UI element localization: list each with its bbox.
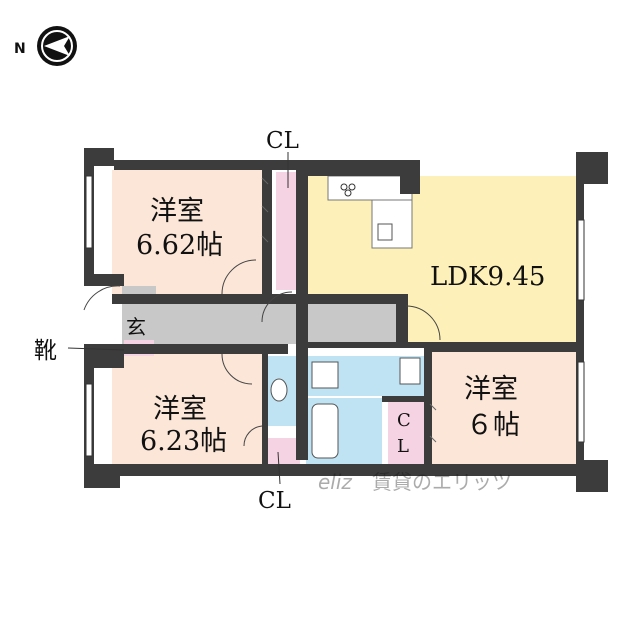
- room3-size: ６帖: [466, 410, 520, 441]
- door-room1: [221, 259, 257, 295]
- room3-name: 洋室: [464, 374, 518, 405]
- door-room2: [221, 353, 253, 385]
- western-room-1: [112, 170, 272, 294]
- door-ldk: [405, 305, 441, 341]
- stove-burner-icon: [344, 189, 352, 197]
- room1-name: 洋室: [150, 196, 204, 227]
- bathtub-icon: [311, 403, 339, 459]
- window-east-top: [577, 219, 585, 301]
- window-west-top: [85, 175, 93, 249]
- room1-size: 6.62帖: [136, 230, 223, 261]
- entrance-label: 玄: [126, 315, 146, 339]
- ldk-label: LDK9.45: [430, 262, 545, 292]
- window-west-bottom: [85, 383, 93, 457]
- door-hall: [261, 291, 293, 323]
- watermark-text: 賃貸のエリッツ: [372, 470, 512, 494]
- closet-bottom-leader: [277, 451, 281, 485]
- watermark: eliz 賃貸のエリッツ: [318, 470, 512, 494]
- western-room-2: [112, 352, 262, 464]
- closet-top: [276, 172, 296, 290]
- compass-label: N: [14, 41, 26, 57]
- hallway: [152, 304, 396, 344]
- stove-burner-icon: [340, 183, 348, 191]
- closet-right: [388, 402, 424, 464]
- western-room-3: [430, 350, 578, 464]
- closet-right-c: C: [397, 410, 411, 431]
- closet-right-l: L: [397, 436, 409, 457]
- washing-machine-icon: [311, 361, 339, 389]
- toilet-icon: [270, 378, 288, 402]
- kitchen-counter: [327, 175, 413, 201]
- eliz-logo-icon: eliz: [318, 470, 352, 494]
- closet-top-label: CL: [266, 128, 299, 154]
- closet-bottom-label: CL: [258, 488, 291, 514]
- closet-bottom: [264, 438, 300, 466]
- stove-burner-icon: [348, 183, 356, 191]
- walls: [84, 148, 608, 492]
- sink-icon: [377, 223, 393, 241]
- entrance-door: [83, 285, 121, 311]
- wash-basin-icon: [399, 357, 421, 385]
- north-arrow-icon: [37, 26, 77, 66]
- room2-name: 洋室: [153, 394, 207, 425]
- window-east-bottom: [577, 361, 585, 443]
- shoe-storage-label: 靴: [34, 338, 57, 364]
- shoe-leader-line: [67, 347, 125, 351]
- closet-rod-marks: [261, 177, 437, 443]
- closet-door: [243, 425, 263, 447]
- room2-size: 6.23帖: [140, 426, 227, 457]
